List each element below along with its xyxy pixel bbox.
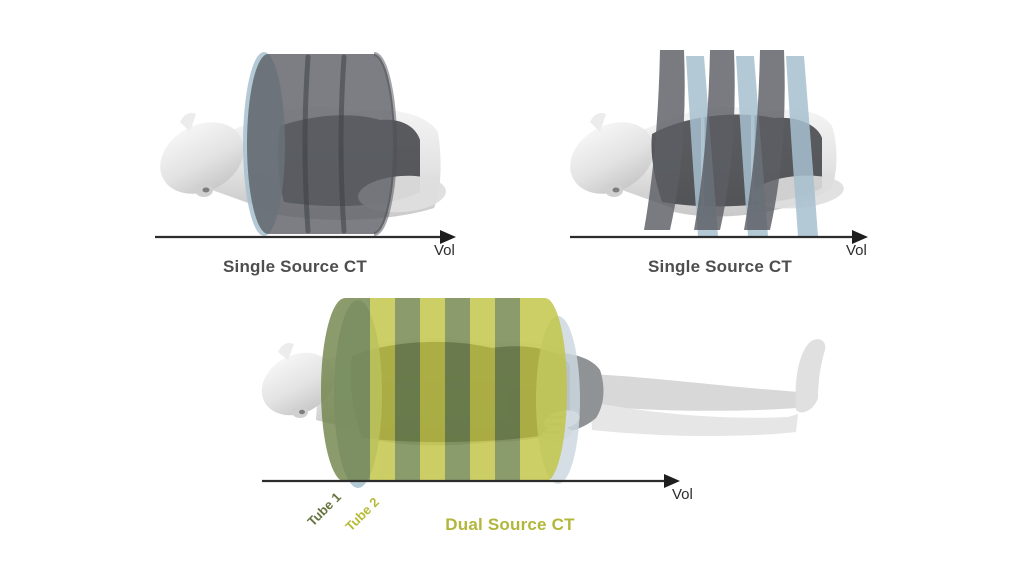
vol-axis [570,230,868,244]
dual-source-illustration [261,298,826,488]
dual-source-scan-cylinder [321,298,567,482]
head-nose [180,113,196,132]
tube1-label: Tube 1 [304,489,344,529]
single-source-sequential-illustration [570,50,868,244]
patient-leg [592,374,798,411]
panel-single-source-wide: Vol Single Source CT [150,40,470,290]
vol-axis-arrow-icon [440,230,456,244]
patient-leg [590,402,798,437]
head-nose [278,343,294,360]
vol-axis [262,474,680,488]
panel-title: Dual Source CT [445,515,575,534]
vol-axis-label: Vol [434,242,455,259]
panel-dual-source: Vol Tube 1 Tube 2 Dual Source CT [240,290,860,576]
head-nose [590,113,606,132]
panel-single-source-sequential: Vol Single Source CT [560,40,880,290]
single-source-wide-illustration [155,52,456,244]
panel-title: Single Source CT [223,257,367,276]
vol-axis-label: Vol [672,486,693,503]
patient-foot [795,339,826,413]
scan-volume-cylinder [247,54,395,234]
vol-axis-label: Vol [846,242,867,259]
cylinder-groove [338,54,347,234]
scan-rings [644,50,818,236]
vol-axis-arrow-icon [852,230,868,244]
panel-title: Single Source CT [648,257,792,276]
vol-axis [155,230,456,244]
cylinder-groove [302,54,311,234]
vol-axis-arrow-icon [664,474,680,488]
